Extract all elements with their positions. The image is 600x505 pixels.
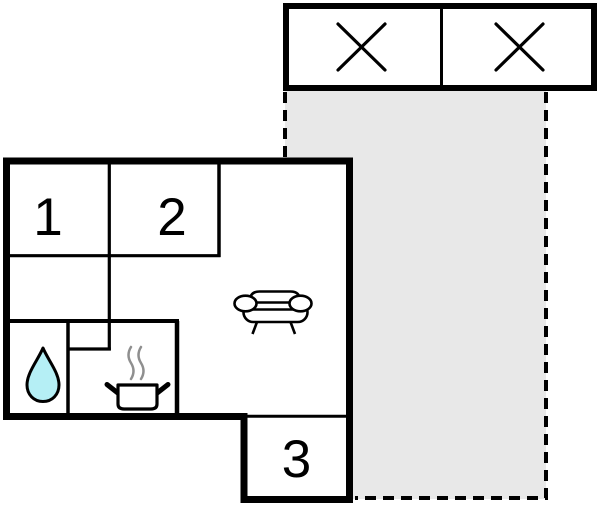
sofa-legs <box>251 321 297 335</box>
terrace-dashed-boundary <box>283 92 548 500</box>
steam-icon <box>127 345 145 381</box>
interior-walls <box>8 160 346 418</box>
bed-cross-icon <box>494 22 545 72</box>
sofa-icon <box>233 290 313 335</box>
cooking-pot-steam-icon <box>104 345 171 411</box>
room-2-label: 2 <box>157 188 186 247</box>
pot-body <box>116 383 159 411</box>
room-3-label: 3 <box>282 430 311 489</box>
sofa-armrest-left <box>233 294 258 313</box>
sofa-armrest-right <box>288 294 313 313</box>
bed-box-group <box>283 3 597 91</box>
water-drop-icon <box>25 346 61 403</box>
bed-cross-icon <box>336 22 387 72</box>
room-1-label: 1 <box>33 188 62 247</box>
